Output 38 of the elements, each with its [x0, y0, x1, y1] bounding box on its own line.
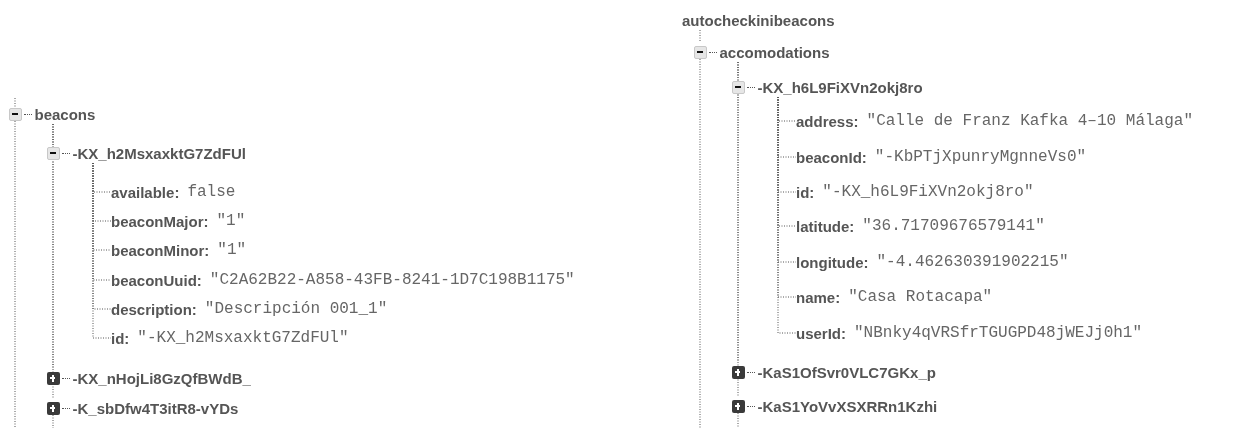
- field-key: description:: [111, 300, 197, 318]
- node-key: accomodations: [719, 43, 830, 61]
- field-value: "36.71709676579141": [862, 217, 1045, 235]
- node-key: autocheckinibeacons: [682, 11, 835, 29]
- field-value: "NBnky4qVRSfrTGUGPD48jWEJj0h1": [854, 324, 1143, 342]
- field-key: userId:: [796, 324, 846, 342]
- field-key: id:: [111, 329, 130, 347]
- field-key: address:: [796, 112, 859, 130]
- field-key: longitude:: [796, 253, 869, 271]
- field-value: "-KX_h6L9FiXVn2okj8ro": [822, 183, 1034, 201]
- field-value: "-KX_h2MsxaxktG7ZdFUl": [137, 329, 349, 347]
- field-key: available:: [111, 183, 180, 201]
- node-key: -K_sbDfw4T3itR8-vYDs: [72, 399, 239, 417]
- node-key: beacons: [34, 105, 96, 123]
- field-value: "1": [216, 212, 246, 230]
- node-key: -KaS1YoVvXSXRRn1Kzhi: [757, 397, 938, 415]
- field-value: "1": [217, 241, 247, 259]
- node-key: -KX_nHojLi8GzQfBWdB_: [72, 369, 251, 387]
- field-value: "-KbPTjXpunryMgnneVs0": [874, 148, 1087, 166]
- tree-line: [92, 162, 112, 339]
- field-value: "-4.462630391902215": [876, 253, 1069, 271]
- field-value: "C2A62B22-A858-43FB-8241-1D7C198B1175": [209, 271, 575, 289]
- tree-line: [699, 29, 701, 43]
- field-key: name:: [796, 288, 841, 306]
- field-key: beaconId:: [796, 148, 867, 166]
- field-key: latitude:: [796, 217, 855, 235]
- field-value: false: [187, 183, 236, 201]
- node-key: -KaS1OfSvr0VLC7GKx_p: [757, 363, 936, 381]
- field-value: "Calle de Franz Kafka 4–10 Málaga": [866, 112, 1193, 130]
- node-key: -KX_h6L9FiXVn2okj8ro: [757, 78, 923, 96]
- field-value: "Descripción 001_1": [204, 300, 388, 318]
- field-key: id:: [796, 183, 815, 201]
- field-value: "Casa Rotacapa": [848, 288, 993, 306]
- field-key: beaconUuid:: [111, 271, 202, 289]
- node-key: -KX_h2MsxaxktG7ZdFUl: [72, 144, 246, 162]
- tree-line: [777, 96, 797, 334]
- field-key: beaconMinor:: [111, 241, 210, 259]
- field-key: beaconMajor:: [111, 212, 209, 230]
